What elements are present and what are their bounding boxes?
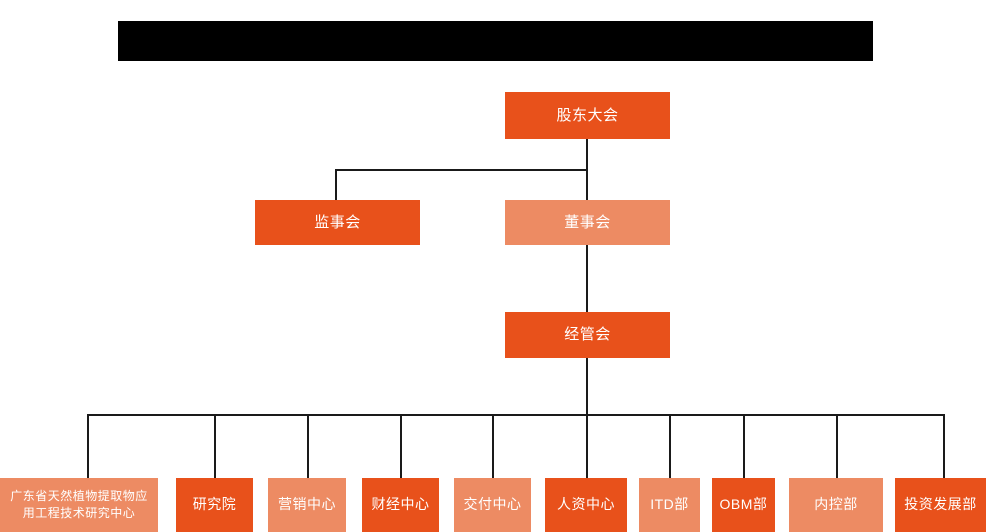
node-delivery-center[interactable]: 交付中心 — [454, 478, 531, 532]
node-hr-center[interactable]: 人资中心 — [545, 478, 627, 532]
connector-drop-research-center — [87, 414, 89, 478]
connector-drop-hr-center — [586, 414, 588, 478]
node-shareholders-meeting[interactable]: 股东大会 — [505, 92, 670, 139]
node-research-institute[interactable]: 研究院 — [176, 478, 253, 532]
connector-drop-finance-center — [400, 414, 402, 478]
connector-drop-investment-development — [943, 414, 945, 478]
connector-level2-bus — [335, 169, 588, 171]
connector-shareholders-down — [586, 139, 588, 171]
connector-drop-research-institute — [214, 414, 216, 478]
node-investment-development-department[interactable]: 投资发展部 — [895, 478, 986, 532]
node-board-of-directors[interactable]: 董事会 — [505, 200, 670, 245]
node-finance-center[interactable]: 财经中心 — [362, 478, 439, 532]
connector-drop-delivery-center — [492, 414, 494, 478]
node-board-of-supervisors[interactable]: 监事会 — [255, 200, 420, 245]
node-marketing-center[interactable]: 营销中心 — [268, 478, 346, 532]
connector-directors-to-management — [586, 245, 588, 313]
node-guangdong-research-center[interactable]: 广东省天然植物提取物应 用工程技术研究中心 — [0, 478, 158, 532]
connector-to-directors — [586, 169, 588, 201]
connector-drop-itd — [669, 414, 671, 478]
node-guangdong-research-center-line1: 广东省天然植物提取物应 — [10, 488, 148, 503]
node-itd-department[interactable]: ITD部 — [639, 478, 700, 532]
connector-management-down — [586, 358, 588, 416]
node-obm-department[interactable]: OBM部 — [712, 478, 775, 532]
redacted-title-bar — [118, 21, 873, 61]
node-management-committee[interactable]: 经管会 — [505, 312, 670, 358]
connector-to-supervisors — [335, 169, 337, 201]
connector-drop-obm — [743, 414, 745, 478]
connector-drop-internal-control — [836, 414, 838, 478]
node-internal-control-department[interactable]: 内控部 — [789, 478, 883, 532]
node-guangdong-research-center-line2: 用工程技术研究中心 — [22, 506, 136, 520]
connector-leaf-bus — [87, 414, 945, 416]
connector-drop-marketing-center — [307, 414, 309, 478]
